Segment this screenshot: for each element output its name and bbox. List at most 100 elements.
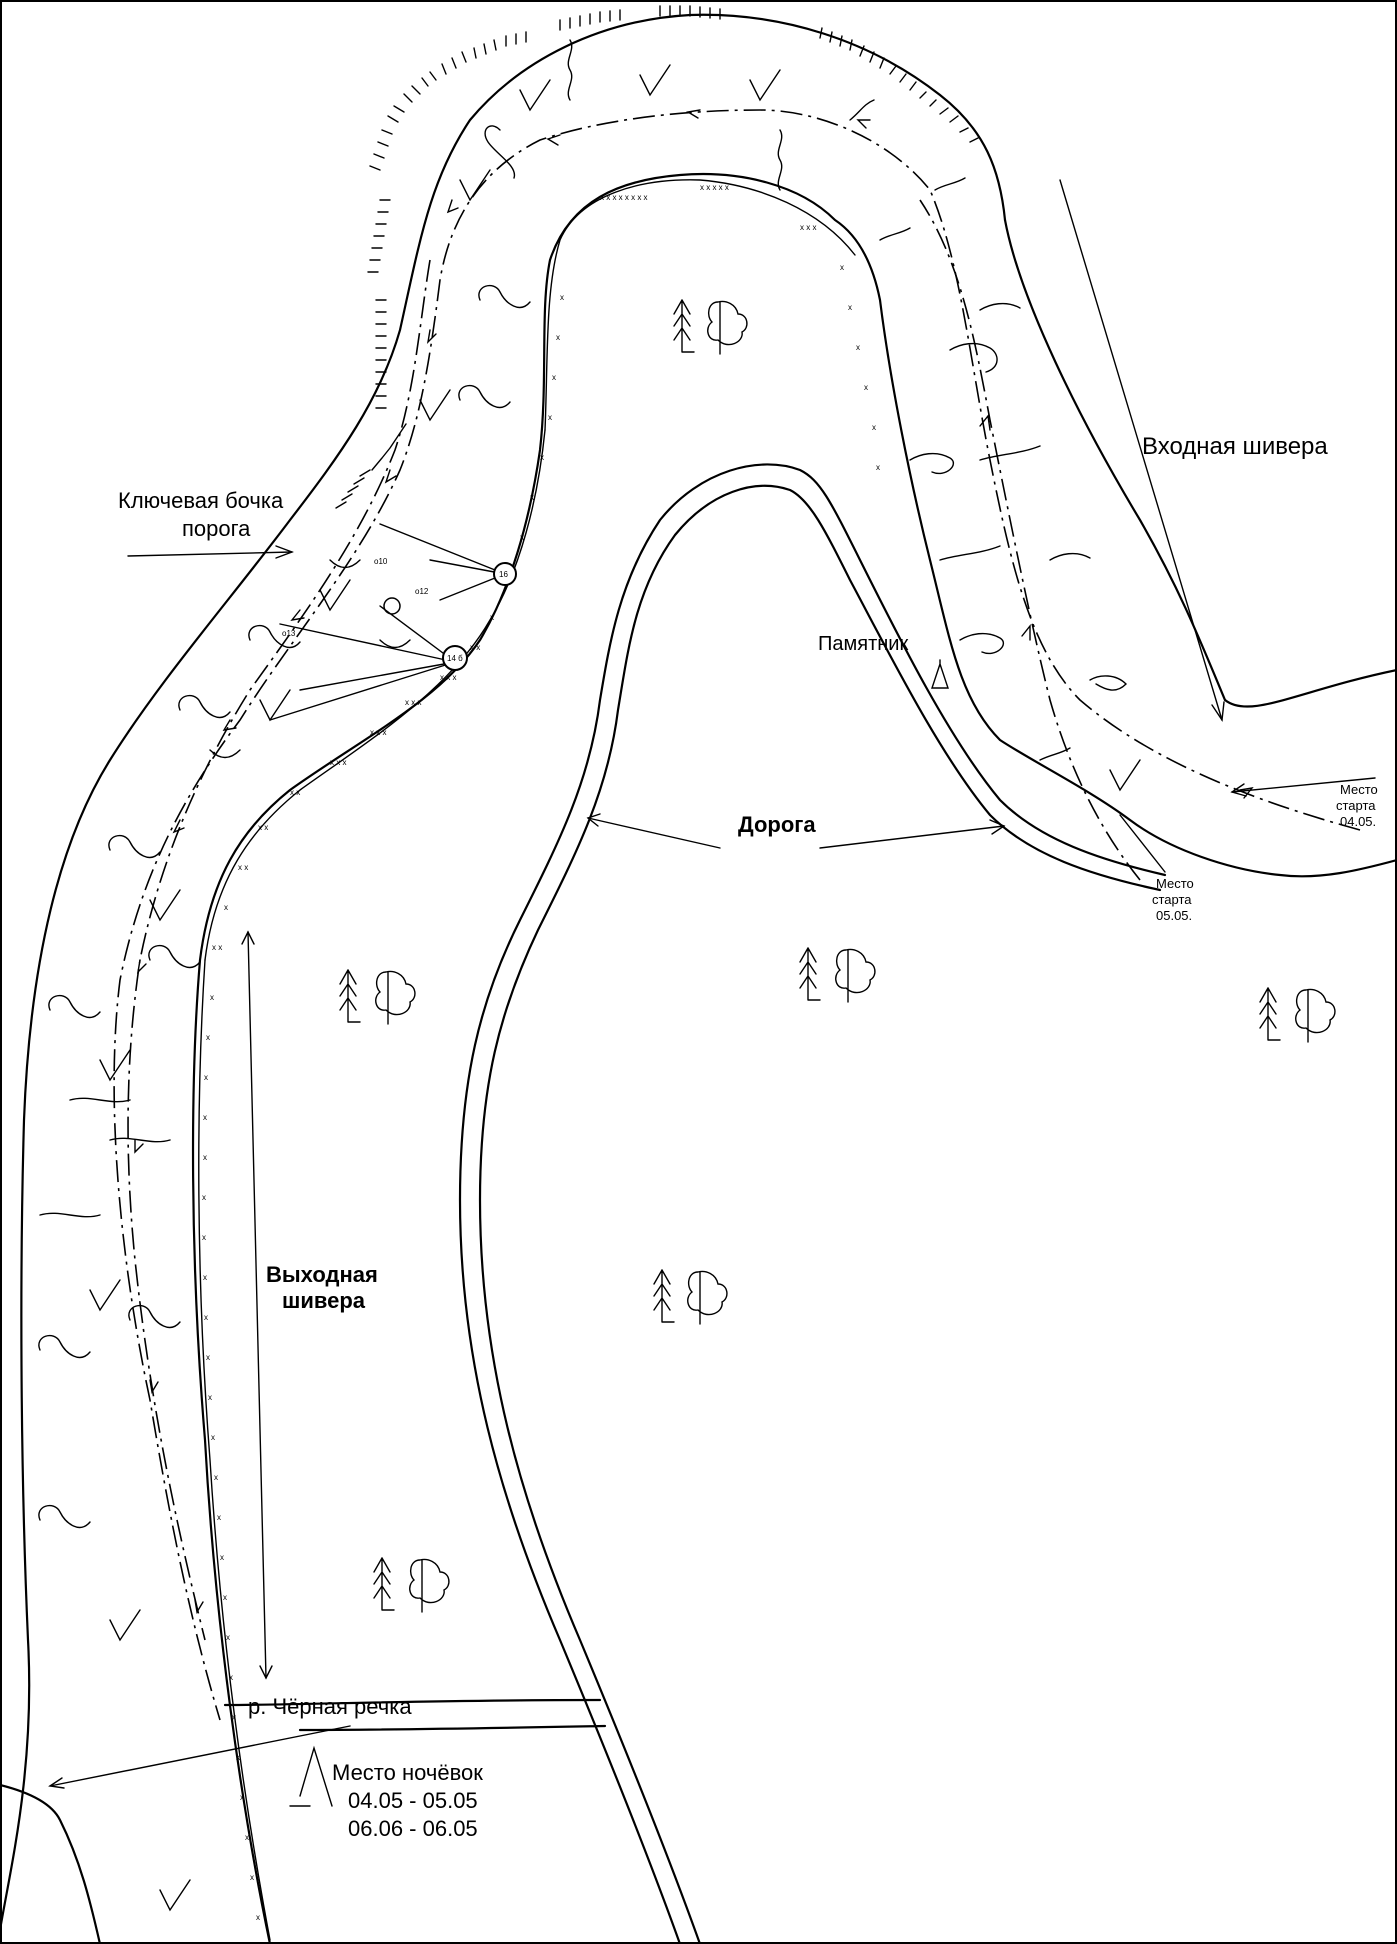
svg-text:x: x [210, 993, 214, 1002]
svg-text:x x x x x: x x x x x [700, 183, 729, 192]
svg-text:x: x [203, 1153, 207, 1162]
camp-label-line2: 04.05 - 05.05 [348, 1788, 478, 1813]
inner-bank-x-hatching [198, 179, 856, 1941]
svg-text:x: x [204, 1073, 208, 1082]
tree-group-5 [653, 1269, 728, 1325]
svg-text:x: x [232, 1713, 236, 1722]
tree-group-2 [339, 969, 416, 1025]
svg-text:x: x [540, 453, 544, 462]
deciduous-tree-icon [707, 300, 748, 355]
svg-text:x: x [548, 413, 552, 422]
tree-group-3 [799, 947, 876, 1003]
safety-point-10-label: о10 [374, 557, 388, 566]
cliff-hatching [335, 5, 979, 509]
start-0405-line2: старта [1336, 798, 1376, 813]
safety-lines [269, 523, 506, 721]
svg-text:x: x [490, 613, 494, 622]
rapid-chevrons [89, 64, 1141, 1912]
svg-text:x: x [856, 343, 860, 352]
svg-text:x x x: x x x [370, 728, 386, 737]
monument-label: Памятник [818, 633, 908, 655]
conifer-tree-icon [799, 947, 821, 1001]
svg-text:x: x [256, 1913, 260, 1922]
svg-text:x x x: x x x [330, 758, 346, 767]
key-barrel-label-line2: порога [182, 516, 251, 541]
inner-bank-x-marks: x x x x x x x x x x x x x x x x xxx xxx … [202, 183, 880, 1922]
conifer-tree-icon [373, 1557, 395, 1611]
svg-text:x x x: x x x [405, 698, 421, 707]
monument-icon [931, 659, 949, 689]
svg-text:x: x [206, 1353, 210, 1362]
svg-text:x: x [229, 1673, 233, 1682]
svg-text:14 б: 14 б [447, 654, 463, 663]
svg-text:x: x [872, 423, 876, 432]
svg-text:x: x [214, 1473, 218, 1482]
road [458, 463, 1167, 1944]
key-barrel-marker [383, 597, 401, 615]
key-barrel-label-line1: Ключевая бочка [118, 488, 284, 513]
svg-text:x x: x x [212, 943, 222, 952]
exit-rapid-label-line2: шивера [282, 1288, 366, 1313]
safety-point-14: 14 б [442, 645, 468, 671]
svg-text:x: x [240, 1793, 244, 1802]
svg-text:x: x [556, 333, 560, 342]
start-0405-line3: 04.05. [1340, 814, 1376, 829]
deciduous-tree-icon [835, 948, 876, 1003]
svg-text:x: x [864, 383, 868, 392]
svg-text:x x: x x [290, 788, 300, 797]
tent-icon [289, 1745, 333, 1807]
svg-text:x: x [220, 1553, 224, 1562]
svg-text:x: x [520, 533, 524, 542]
deciduous-tree-icon [375, 970, 416, 1025]
deciduous-tree-icon [409, 1558, 450, 1613]
svg-text:x: x [217, 1513, 221, 1522]
svg-text:x: x [223, 1593, 227, 1602]
exit-rapid-label-line1: Выходная [266, 1262, 378, 1287]
svg-text:x x x x x x x x: x x x x x x x x [600, 193, 648, 202]
svg-text:x: x [876, 463, 880, 472]
start-0505-line1: Место [1156, 876, 1194, 891]
black-creek [223, 1698, 607, 1732]
label-pointers [48, 179, 1376, 1789]
safety-point-13-label: о13 [282, 629, 296, 638]
svg-text:x: x [204, 1313, 208, 1322]
svg-text:x: x [552, 373, 556, 382]
entry-rapid-label: Входная шивера [1142, 433, 1328, 460]
svg-text:x: x [203, 1273, 207, 1282]
svg-text:x: x [840, 263, 844, 272]
svg-text:x: x [202, 1233, 206, 1242]
wave-marks [39, 39, 1071, 1218]
svg-text:x: x [245, 1833, 249, 1842]
svg-text:x: x [203, 1113, 207, 1122]
svg-text:16: 16 [499, 570, 508, 579]
svg-text:x: x [560, 293, 564, 302]
svg-text:x: x [202, 1193, 206, 1202]
boat-route [113, 109, 1361, 1721]
svg-text:x: x [208, 1393, 212, 1402]
deciduous-tree-icon [1295, 988, 1336, 1043]
svg-text:x: x [211, 1433, 215, 1442]
svg-text:x: x [250, 1873, 254, 1882]
svg-text:x: x [848, 303, 852, 312]
conifer-tree-icon [1259, 987, 1281, 1041]
safety-point-12-label: о12 [415, 587, 429, 596]
conifer-tree-icon [673, 299, 695, 353]
svg-text:x: x [226, 1633, 230, 1642]
svg-text:x x: x x [470, 643, 480, 652]
conifer-tree-icon [339, 969, 361, 1023]
river-right-bank [191, 172, 1397, 1944]
svg-text:x: x [530, 493, 534, 502]
svg-text:x x x: x x x [440, 673, 456, 682]
camp-label-line3: 06.06 - 06.05 [348, 1816, 478, 1841]
camp-label-line1: Место ночёвок [332, 1760, 483, 1785]
svg-text:x x x: x x x [800, 223, 816, 232]
svg-text:x: x [224, 903, 228, 912]
start-0505-line3: 05.05. [1156, 908, 1192, 923]
left-bottom-bank [0, 1783, 102, 1944]
eddy-marks [38, 125, 1127, 1528]
route-arrows [134, 109, 1254, 1614]
road-label: Дорога [738, 812, 816, 837]
